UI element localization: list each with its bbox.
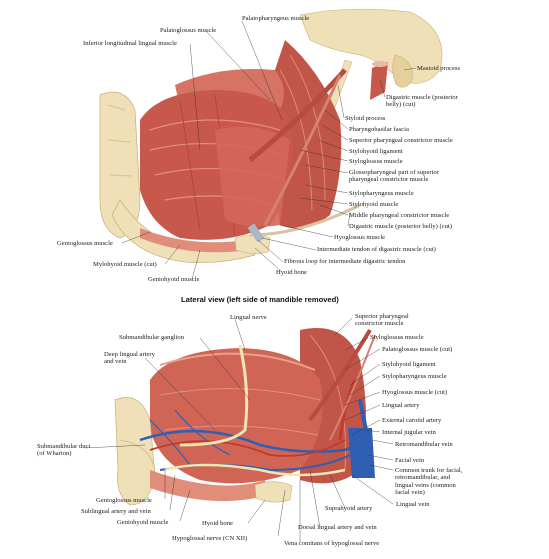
label-lingual-vein: Lingual vein	[396, 501, 430, 508]
label-hypoglossal: Hypoglossal nerve (CN XII)	[172, 535, 248, 542]
label-internal-jugular: Internal jugular vein	[382, 429, 436, 436]
label-facial-vein: Facial vein	[395, 457, 425, 464]
bottom-leader-lines	[84, 317, 394, 542]
label-deep-lingual: Deep lingual artery and vein	[104, 351, 155, 366]
label-fibrous-loop: Fibrous loop for intermediate digastric …	[284, 258, 406, 265]
label-vena-comitans: Vena comitans of hypoglossal nerve	[284, 540, 380, 547]
label-dorsal-lingual: Dorsal lingual artery and vein	[298, 524, 377, 531]
label-external-carotid: External carotid artery	[382, 417, 442, 424]
label-lingual-artery: Lingual artery	[382, 402, 420, 409]
label-stylopharyngeus-bottom: Stylopharyngeus muscle	[382, 373, 447, 380]
label-styloid: Styloid process	[345, 115, 386, 122]
label-superior-constrictor-bottom: Superior pharyngeal constrictor muscle	[355, 313, 409, 328]
label-hyoid-bottom: Hyoid bone	[202, 520, 233, 527]
bottom-illustration	[84, 317, 394, 542]
label-geniohyoid-bottom: Geniohyoid muscle	[117, 519, 169, 526]
label-styloglossus: Styloglossus muscle	[349, 158, 403, 165]
label-sublingual: Sublingual artery and vein	[81, 508, 151, 515]
label-genioglossus-top: Genioglossus muscle	[57, 240, 113, 247]
label-stylohyoid-ligament: Stylohyoid ligament	[349, 148, 403, 155]
label-middle-constrictor: Middle pharyngeal constrictor muscle	[349, 212, 450, 219]
label-inferior-longitudinal: Inferior longitudinal lingual muscle	[83, 40, 177, 47]
label-submandibular-duct: Submandibular duct (of Wharton)	[37, 443, 91, 458]
internal-jugular	[348, 428, 375, 478]
label-common-trunk: Common trunk for facial, retromandibular…	[395, 467, 463, 497]
label-hyoglossus: Hyoglossus muscle	[334, 234, 386, 241]
mandible-bottom	[114, 397, 156, 506]
label-superior-constrictor: Superior pharyngeal constrictor muscle	[349, 137, 453, 144]
label-mylohyoid: Mylohyoid muscle (cut)	[93, 261, 157, 268]
digastric-posterior-cut	[370, 62, 388, 100]
mastoid-process	[392, 54, 413, 88]
label-styloglossus-bottom: Styloglossus muscle	[370, 334, 424, 341]
label-suprahyoid: Suprahyoid artery	[325, 505, 373, 512]
label-glossopharyngeal-part: Glossopharyngeal part of superior pharyn…	[349, 169, 439, 184]
label-genioglossus-bottom: Genioglossus muscle	[96, 497, 152, 504]
label-lingual-nerve: Lingual nerve	[230, 314, 267, 321]
label-stylohyoid: Stylohyoid muscle	[349, 201, 399, 208]
top-leader-lines	[121, 20, 417, 280]
label-retromandibular: Retromandibular vein	[395, 441, 453, 448]
label-stylohyoid-ligament-bottom: Stylohyoid ligament	[382, 361, 436, 368]
hyoid-bone	[234, 234, 271, 254]
label-stylopharyngeus: Stylopharyngeus muscle	[349, 190, 414, 197]
label-palatopharyngeus: Palatopharyngeus muscle	[242, 15, 310, 22]
figure-caption: Lateral view (left side of mandible remo…	[181, 295, 339, 304]
label-palatoglossus: Palatoglossus muscle	[160, 27, 217, 34]
hyoglossus	[215, 126, 290, 227]
top-illustration	[99, 8, 443, 280]
tongue-bottom	[150, 348, 323, 484]
label-geniohyoid-top: Geniohyoid muscle	[148, 276, 200, 283]
label-palatoglossus-cut: Palatoglossus muscle (cut)	[382, 346, 453, 353]
label-intermediate-tendon: Intermediate tendon of digastric muscle …	[317, 246, 436, 253]
hyoid-bone-bottom	[254, 481, 293, 503]
nerves	[164, 344, 346, 477]
label-pharyngobasilar: Pharyngobasilar fascia	[349, 126, 409, 133]
label-hyoglossus-cut: Hyoglossus muscle (cut)	[382, 389, 448, 396]
geniohyoid	[140, 228, 248, 253]
label-hyoid-top: Hyoid bone	[276, 269, 307, 276]
label-submandibular-ganglion: Submandibular ganglion	[119, 334, 185, 341]
label-digastric-posterior: Digastric muscle (posterior belly) (cut)	[349, 223, 452, 230]
label-mastoid: Mastoid process	[417, 65, 461, 72]
label-digastric-posterior-cut: Digastric muscle (posterior belly) (cut)	[386, 94, 458, 109]
